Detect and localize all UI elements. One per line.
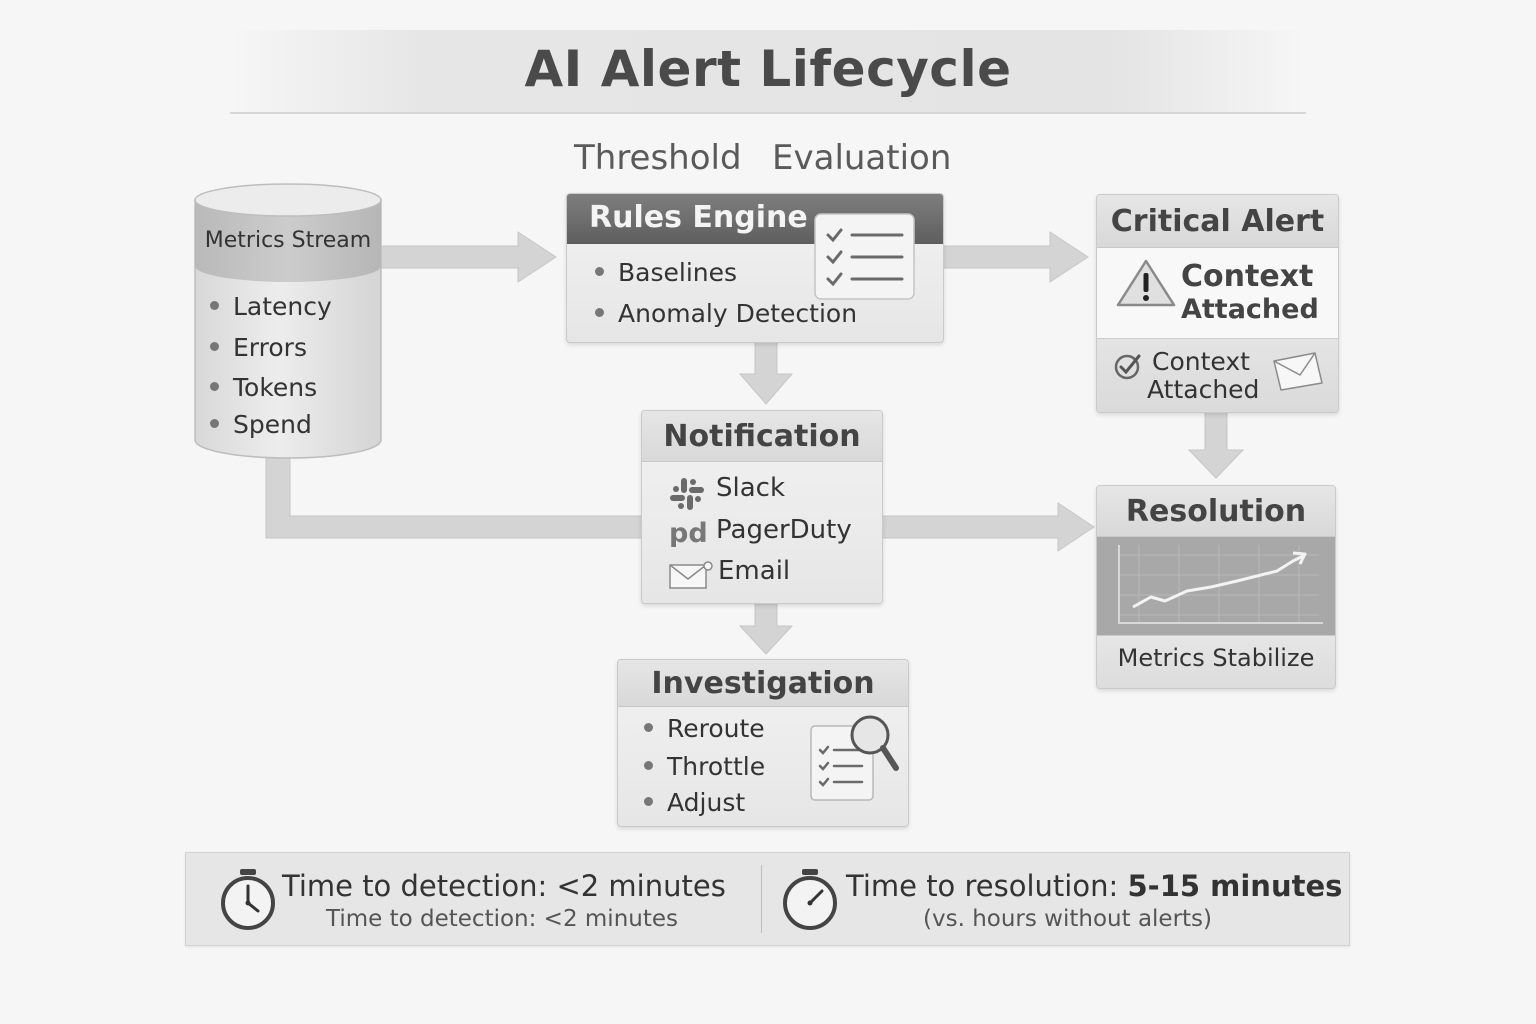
arrow-notification-to-investigation — [738, 603, 794, 655]
resolution-footer — [1097, 635, 1335, 688]
pagerduty-icon: pd — [669, 518, 708, 547]
notification-box: Notification Slack pd PagerDuty Email — [641, 410, 883, 604]
check-circle-icon — [1114, 354, 1141, 380]
checklist-magnifier-icon — [810, 715, 899, 801]
timer-icon — [783, 869, 837, 930]
stat-resolution-main: Time to resolution: 5-15 minutes — [846, 869, 1342, 903]
title-band — [230, 30, 1306, 114]
critical-alert-footer-text-1: Context — [1152, 347, 1250, 376]
stopwatch-icon — [221, 869, 275, 930]
critical-alert-title: Critical Alert — [1097, 195, 1338, 248]
metrics-item-tokens: Tokens — [210, 373, 317, 402]
critical-alert-warning-text-2: Attached — [1181, 294, 1319, 325]
svg-text:pd: pd — [669, 518, 708, 547]
notification-channel-slack: Slack — [716, 473, 786, 503]
metrics-item-spend: Spend — [210, 410, 312, 439]
investigation-item-reroute: Reroute — [644, 714, 765, 743]
email-icon — [669, 561, 713, 589]
investigation-item-throttle: Throttle — [644, 752, 765, 781]
rules-item-baselines: Baselines — [595, 258, 737, 287]
connector-metrics-to-notification — [265, 457, 643, 539]
rules-item-anomaly-detection: Anomaly Detection — [595, 299, 857, 328]
stats-banner: Time to detection: <2 minutes Time to de… — [185, 852, 1350, 946]
critical-alert-box: Critical Alert Context Attached Context … — [1096, 194, 1339, 413]
resolution-footer-text: Metrics Stabilize — [1117, 644, 1315, 672]
stat-resolution-sub: (vs. hours without alerts) — [923, 906, 1213, 932]
notification-channel-pagerduty: PagerDuty — [716, 515, 852, 545]
stat-resolution-value: 5-15 minutes — [1127, 869, 1343, 903]
checklist-icon — [814, 213, 915, 300]
arrow-rules-to-notification — [738, 341, 794, 405]
envelope-icon — [1273, 352, 1323, 391]
arrow-notification-to-resolution — [881, 502, 1095, 552]
notification-title: Notification — [642, 411, 882, 462]
notification-channel-email: Email — [718, 556, 791, 586]
investigation-item-adjust: Adjust — [644, 788, 745, 817]
resolution-title: Resolution — [1097, 486, 1335, 537]
metrics-item-errors: Errors — [210, 333, 307, 362]
critical-alert-footer-text-2: Attached — [1147, 375, 1260, 404]
rules-engine-title: Rules Engine — [589, 200, 808, 235]
warning-icon — [1116, 259, 1176, 307]
stat-detection-main: Time to detection: <2 minutes — [282, 869, 726, 903]
stats-divider — [761, 865, 762, 933]
metrics-item-latency: Latency — [210, 292, 332, 321]
critical-alert-warning-text-1: Context — [1181, 259, 1314, 294]
caption-evaluation: Evaluation — [772, 138, 952, 178]
caption-threshold: Threshold — [574, 138, 742, 178]
stat-detection-sub: Time to detection: <2 minutes — [326, 906, 678, 932]
page-title: AI Alert Lifecycle — [524, 40, 1012, 98]
arrow-metrics-to-rules — [377, 231, 557, 283]
investigation-title: Investigation — [618, 660, 908, 707]
arrow-rules-to-critical — [942, 231, 1089, 283]
stat-resolution-prefix: Time to resolution: — [846, 869, 1128, 903]
resolution-box: Resolution Metrics Stabilize — [1096, 485, 1336, 689]
trend-chart-icon — [1097, 537, 1335, 635]
metrics-stream-database: Metrics Stream Latency Errors Tokens Spe… — [194, 182, 382, 462]
rules-engine-box: Rules Engine Baselines Anomaly Detection — [566, 193, 944, 343]
investigation-box: Investigation Reroute Throttle Adjust — [617, 659, 909, 827]
metrics-stream-label: Metrics Stream — [204, 228, 372, 253]
arrow-critical-to-resolution — [1187, 411, 1245, 479]
slack-icon — [670, 478, 704, 510]
